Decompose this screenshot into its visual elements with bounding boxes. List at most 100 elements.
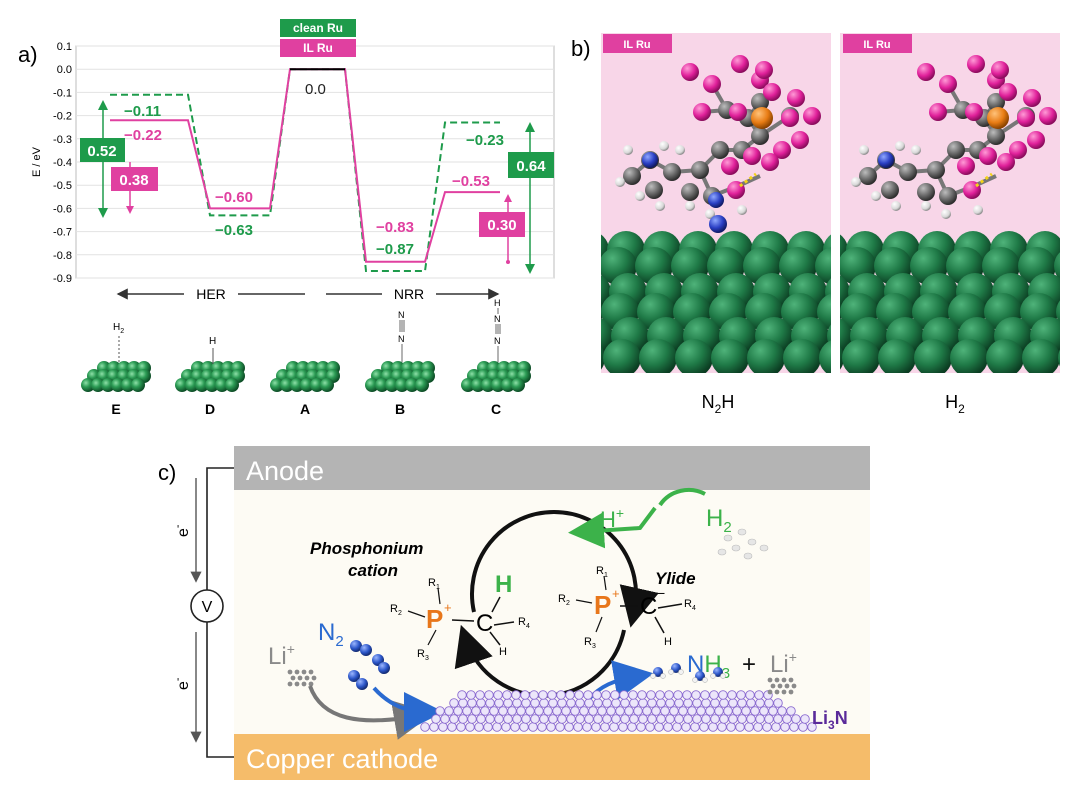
surface-B: B N N [365, 310, 435, 417]
carbon-atom-left: C [476, 610, 493, 637]
circuit-wire-bottom [206, 622, 234, 758]
svg-text:H: H [494, 298, 501, 308]
a-value: 0.0 [305, 81, 326, 98]
svg-text:−: − [657, 585, 665, 601]
svg-text:+: + [612, 586, 620, 601]
her-label: HER [196, 286, 226, 302]
n2-reduction-arrow [372, 686, 444, 732]
y-tick-label: 0.1 [57, 41, 72, 53]
legend-clean-ru [280, 19, 356, 37]
cathode-label: Copper cathode [246, 744, 438, 774]
surface-label-D: D [205, 401, 215, 417]
left-il-barrier-box [111, 167, 158, 191]
ionic-liquid-molecule-left [615, 55, 821, 233]
right-il-barrier-value: 0.30 [487, 217, 516, 234]
phosphonium-structure: P + C H H R1 R2 R3 R4 [390, 571, 530, 662]
li-ions-left [287, 669, 317, 687]
h2-caption: H2 [945, 392, 965, 416]
ru-slab-right [840, 231, 1060, 373]
surface-label-B: B [395, 401, 405, 417]
panel-b-label: b) [571, 36, 591, 61]
surface-label-A: A [300, 401, 310, 417]
ru-slab-left [601, 231, 831, 373]
h2-gas-label: H2 [706, 505, 732, 536]
panel-c: c) Anode Copper cathode V e- e- H+ H2 Ph… [158, 446, 870, 780]
surface-label-C: C [491, 401, 501, 417]
cycle-arrow-top [470, 510, 659, 628]
svg-text:H2: H2 [113, 322, 124, 335]
h-plus-label: H+ [600, 505, 624, 532]
il-ru-tag-left [603, 34, 672, 53]
svg-text:H: H [209, 336, 216, 347]
anode-electrode [234, 446, 870, 490]
left-clean-barrier-value: 0.52 [87, 143, 116, 160]
svg-text:R3: R3 [584, 636, 596, 650]
li3n-layer [420, 690, 817, 732]
electron-label-bottom: e- [172, 677, 192, 690]
n2-label: N2 [318, 619, 344, 650]
surface-A: A [270, 361, 340, 417]
phosphonium-title-2: cation [348, 561, 398, 580]
anode-label: Anode [246, 456, 324, 486]
right-clean-barrier-value: 0.64 [516, 158, 546, 175]
svg-text:N: N [398, 310, 405, 320]
hydrogen-left-lower: H [499, 646, 507, 658]
phosphorus-atom-left: P [426, 604, 443, 634]
il-ru-tag-right-label: IL Ru [863, 39, 890, 51]
y-tick-label: -0.4 [53, 157, 72, 169]
svg-text:R1: R1 [596, 565, 608, 579]
voltmeter-label: V [202, 599, 213, 616]
proton-transfer-arrow [568, 506, 657, 549]
energy-gridlines [76, 45, 554, 279]
right-clean-barrier-box [508, 152, 554, 178]
svg-text:R3: R3 [417, 648, 429, 662]
legend-clean-ru-label: clean Ru [293, 21, 343, 35]
b-clean-value: −0.87 [376, 241, 414, 258]
copper-cathode-electrode [234, 734, 870, 780]
c-il-value: −0.53 [452, 173, 490, 190]
acidic-hydrogen-label: H [495, 571, 512, 598]
y-tick-label: -0.3 [53, 134, 72, 146]
y-tick-label: -0.8 [53, 250, 72, 262]
left-clean-barrier-box [80, 138, 125, 162]
d-il-value: −0.60 [215, 189, 253, 206]
phosphorus-atom-right: P [594, 590, 611, 620]
y-tick-label: -0.7 [53, 227, 72, 239]
il-ru-tag-left-label: IL Ru [623, 39, 650, 51]
carbon-atom-right: C [640, 593, 657, 620]
panel-a: a) 0.10.0-0.1-0.2-0.3-0.4-0.5-0.6-0.7-0.… [18, 19, 555, 417]
plus-sign: + [742, 651, 756, 678]
e-clean-value: −0.11 [124, 103, 161, 120]
surface-label-E: E [111, 401, 120, 417]
svg-text:R1: R1 [428, 577, 440, 591]
svg-text:R2: R2 [558, 593, 570, 607]
svg-text:N: N [494, 336, 501, 346]
y-tick-label: -0.1 [53, 87, 72, 99]
voltmeter [190, 589, 224, 623]
legend-il-ru [280, 39, 356, 57]
b-il-value: −0.83 [376, 219, 414, 236]
nh3-molecules [650, 663, 726, 683]
c-clean-value: −0.23 [466, 132, 504, 149]
li-ion-label: Li+ [268, 641, 295, 670]
circuit-wire-top [206, 467, 234, 590]
li-ions-right [767, 677, 797, 695]
energy-y-ticks: 0.10.0-0.1-0.2-0.3-0.4-0.5-0.6-0.7-0.8-0… [53, 41, 72, 285]
y-tick-label: -0.2 [53, 111, 72, 123]
y-tick-label: 0.0 [57, 64, 72, 76]
y-tick-label: -0.5 [53, 180, 72, 192]
energy-y-axis-label: E / eV [31, 146, 43, 177]
electron-label-top: e- [172, 524, 192, 537]
n2h-caption: N2H [702, 392, 735, 416]
svg-text:N: N [494, 314, 501, 324]
svg-text:N: N [398, 334, 405, 344]
ylide-structure: P + C − H R1 R2 R3 R4 [558, 565, 696, 650]
right-il-barrier-box [479, 212, 525, 237]
ionic-liquid-molecule-right [851, 55, 1057, 219]
il-ru-tag-right [843, 34, 912, 53]
li3n-label: Li3N [812, 708, 848, 732]
h2-oxidation-arrow [658, 488, 706, 507]
